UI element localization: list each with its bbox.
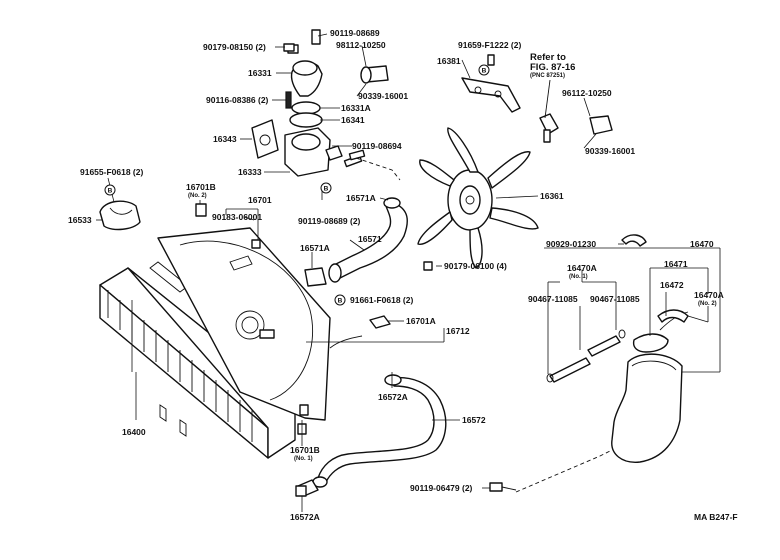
bracket-16701A [329, 315, 391, 349]
clip-90929 [621, 234, 647, 247]
hose-90339-top [360, 65, 389, 84]
label-16341: 16341 [341, 115, 365, 125]
fan-16361 [417, 127, 539, 269]
svg-text:B: B [324, 186, 329, 193]
label-16470a-no2: 16470A [694, 290, 724, 300]
label-16381: 16381 [437, 56, 461, 66]
water-inlet-16333 [284, 127, 363, 177]
label-16470: 16470 [690, 239, 714, 249]
upper-hose-16571 [304, 197, 408, 287]
tank-hoses-90467 [546, 329, 626, 383]
label-90929-01230: 90929-01230 [546, 239, 596, 249]
svg-text:B: B [338, 298, 343, 305]
label-no2-b: (No. 2) [698, 301, 717, 307]
bracket-16381 [461, 54, 521, 113]
label-90339-16001-b: 90339-16001 [585, 146, 635, 156]
reserve-tank-16470 [611, 311, 689, 463]
svg-text:B: B [108, 188, 113, 195]
label-ma-b247-f: MA B247-F [694, 512, 738, 522]
label-16701a: 16701A [406, 316, 436, 326]
label-16361: 16361 [540, 191, 564, 201]
label-16333: 16333 [238, 167, 262, 177]
label-no1-a: (No. 1) [569, 274, 588, 280]
label-90339-16001-a: 90339-16001 [358, 91, 408, 101]
label-16471: 16471 [664, 259, 688, 269]
clamp-16533 [99, 200, 141, 231]
label-16472: 16472 [660, 280, 684, 290]
label-16572a-top: 16572A [378, 392, 408, 402]
svg-text:B: B [482, 68, 487, 75]
label-16701b-no1: 16701B [290, 445, 320, 455]
label-90183-06001: 90183-06001 [212, 212, 262, 222]
label-16533: 16533 [68, 215, 92, 225]
label-no2-a: (No. 2) [188, 193, 207, 199]
dashed-line-bolt [355, 157, 401, 181]
label-16331: 16331 [248, 68, 272, 78]
hose-90339-right [539, 79, 613, 143]
label-16400: 16400 [122, 427, 146, 437]
label-90119-06479: 90119-06479 (2) [410, 483, 473, 493]
label-90467-11085-a: 90467-11085 [528, 294, 578, 304]
label-90179-06100: 90179-06100 (4) [444, 261, 507, 271]
label-16571a-mid: 16571A [300, 243, 330, 253]
label-refer-to: Refer to [530, 52, 566, 63]
label-90116-08386: 90116-08386 (2) [206, 95, 269, 105]
label-16331a: 16331A [341, 103, 371, 113]
leader-lines [96, 33, 721, 512]
water-outlet-16331 [287, 29, 323, 97]
label-16701: 16701 [248, 195, 272, 205]
bolt-90119-06479 [489, 482, 517, 492]
label-90179-08150: 90179-08150 (2) [203, 42, 266, 52]
label-98112-10250-a: 98112-10250 [336, 40, 386, 50]
thermostat-16341 [285, 91, 323, 128]
badge-b-90119: B [320, 182, 332, 194]
badge-b-91661: B [334, 294, 346, 306]
label-16572a-bot: 16572A [290, 512, 320, 522]
label-pnc-87251: (PNC 87251) [530, 73, 565, 79]
label-16701b-no2: 16701B [186, 182, 216, 192]
gasket-16343 [251, 119, 279, 159]
label-90119-08694: 90119-08694 [352, 141, 402, 151]
label-91655-f0618: 91655-F0618 (2) [80, 167, 143, 177]
label-91659-f1222: 91659-F1222 (2) [458, 40, 521, 50]
label-16343: 16343 [213, 134, 237, 144]
label-91661-f0618: 91661-F0618 (2) [350, 295, 413, 305]
label-90119-08689-b: 90119-08689 (2) [298, 216, 361, 226]
label-96112-10250: 96112-10250 [562, 88, 612, 98]
label-no1-b: (No. 1) [294, 456, 313, 462]
label-16712: 16712 [446, 326, 470, 336]
label-16572: 16572 [462, 415, 486, 425]
dashed-line-tank [515, 449, 613, 493]
label-fig-87-16: FIG. 87-16 [530, 62, 575, 73]
label-16571: 16571 [358, 234, 382, 244]
badge-b-91659: B [478, 64, 490, 76]
label-16571a-top: 16571A [346, 193, 376, 203]
hose-16472 [657, 309, 689, 323]
badge-b-91655: B [104, 184, 116, 196]
label-90467-11085-b: 90467-11085 [590, 294, 640, 304]
clip-16701B-no2 [195, 203, 207, 217]
label-16470a-no1: 16470A [567, 263, 597, 273]
label-90119-08689-top: 90119-08689 [330, 28, 380, 38]
fan-shroud-16701 [157, 227, 331, 421]
